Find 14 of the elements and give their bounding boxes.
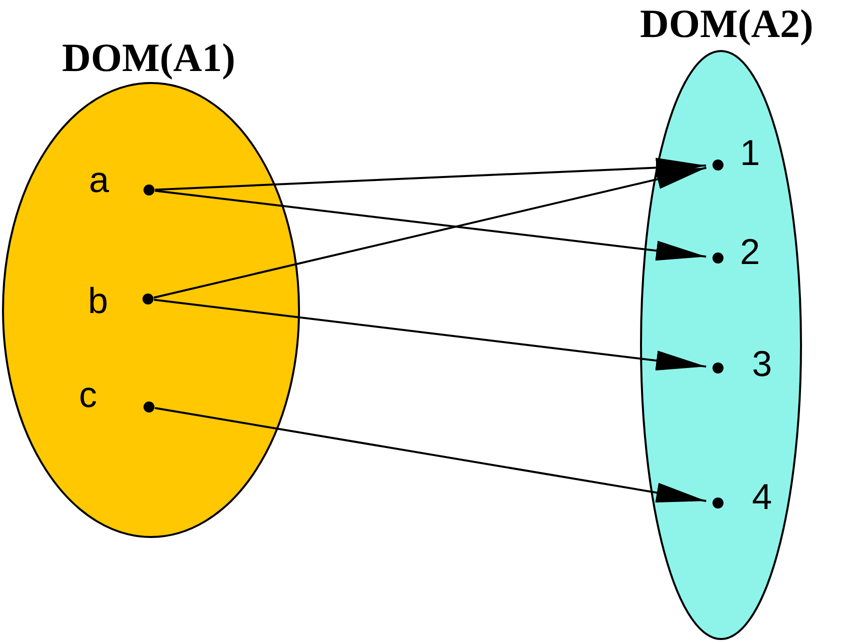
element-label: b xyxy=(88,283,108,319)
arrow xyxy=(154,190,706,261)
arrow xyxy=(154,158,706,191)
element-label: c xyxy=(79,377,97,413)
element-label: 2 xyxy=(740,234,760,270)
set-title: DOM(A2) xyxy=(640,4,814,44)
arrow xyxy=(154,407,706,503)
element-label: 3 xyxy=(752,346,772,382)
element-label: 1 xyxy=(740,135,760,171)
element-label: 4 xyxy=(752,479,772,515)
arrow xyxy=(154,298,706,370)
arrow xyxy=(154,166,707,299)
set-title: DOM(A1) xyxy=(62,38,236,78)
element-label: a xyxy=(89,162,110,198)
